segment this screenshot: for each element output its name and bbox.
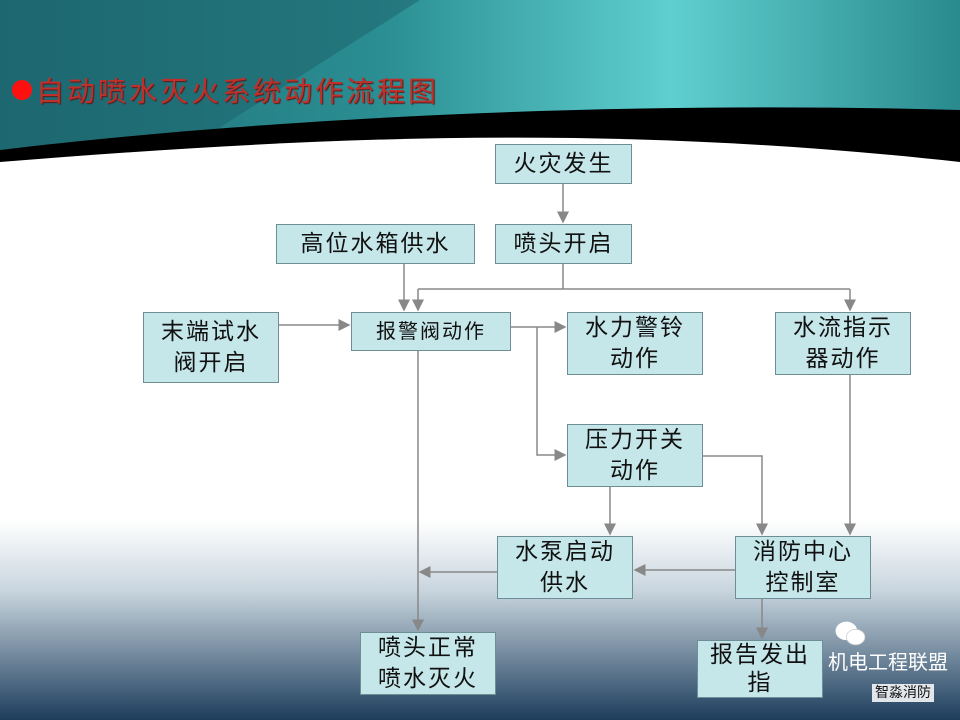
node-fire: 火灾发生 xyxy=(495,144,632,184)
arrow-alarm-pressure xyxy=(536,327,567,461)
title-text: 自动喷水灭火系统动作流程图 xyxy=(36,75,440,108)
arrow-pressure-control xyxy=(703,455,768,536)
node-test-valve: 末端试水 阀开启 xyxy=(143,312,279,383)
node-pump: 水泵启动 供水 xyxy=(497,536,633,599)
node-alarm-valve: 报警阀动作 xyxy=(351,312,511,351)
node-bell: 水力警铃 动作 xyxy=(567,312,703,375)
node-control-room: 消防中心 控制室 xyxy=(735,536,871,599)
node-sprinkler-open: 喷头开启 xyxy=(495,224,632,264)
watermark-main: 机电工程联盟 xyxy=(828,650,948,674)
node-extinguish: 喷头正常 喷水灭火 xyxy=(360,632,496,695)
slide-title: 自动喷水灭火系统动作流程图 xyxy=(12,70,439,110)
node-flow-indicator: 水流指示 器动作 xyxy=(775,312,911,375)
node-tank: 高位水箱供水 xyxy=(276,224,475,264)
wechat-icon xyxy=(835,621,866,646)
watermark-sub: 智淼消防 xyxy=(872,684,934,702)
bullet-icon xyxy=(12,80,32,100)
node-pressure-switch: 压力开关 动作 xyxy=(567,424,703,487)
node-report: 报告发出 指 xyxy=(697,640,823,698)
